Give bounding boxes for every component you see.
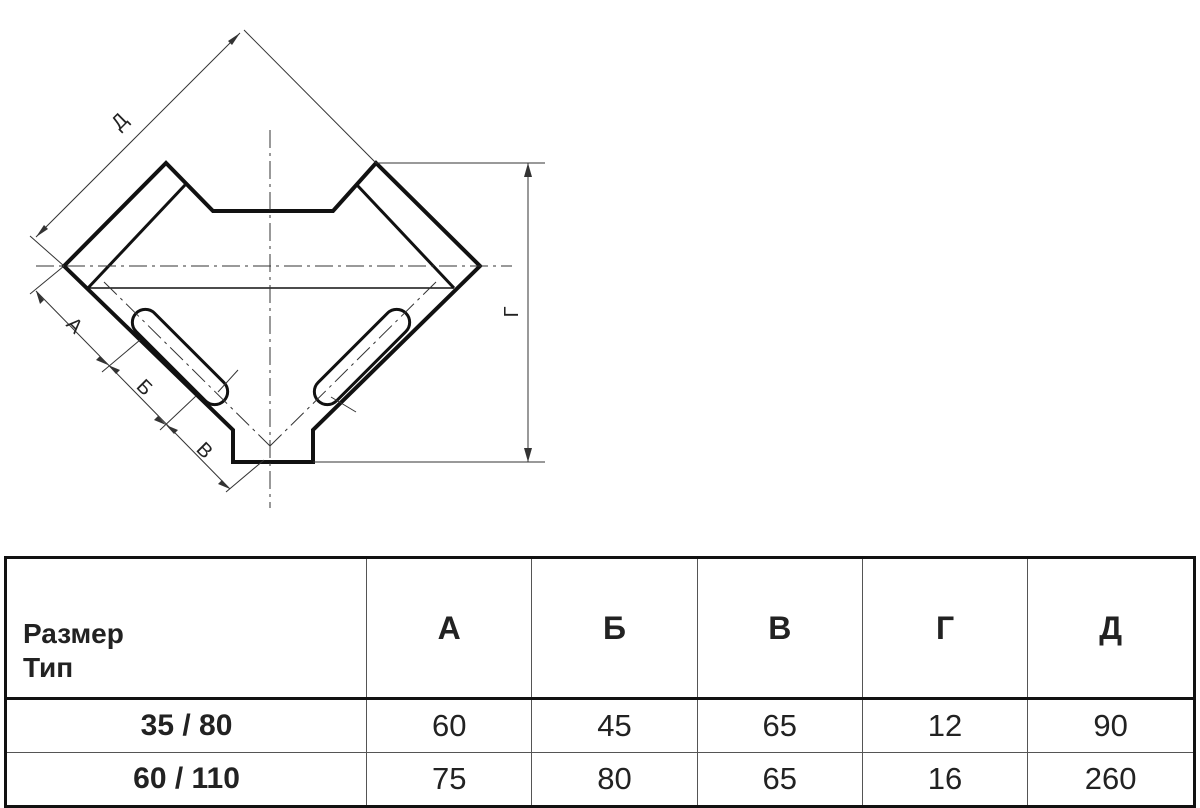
dim-v-arrow-bottom — [218, 480, 230, 489]
header-size-label: Размер — [23, 618, 124, 649]
dim-bv-ext — [159, 395, 197, 431]
label-b: Б — [132, 375, 157, 400]
inner-line-right — [355, 183, 456, 290]
dim-b-arrow-bottom — [154, 416, 166, 425]
table-cell: 45 — [531, 698, 698, 753]
column-header-b: Б — [531, 557, 698, 700]
label-g: Г — [501, 306, 523, 317]
dim-abv-ext-top — [29, 265, 65, 295]
dim-g-arrow-bottom — [524, 448, 532, 462]
part-outline — [61, 160, 483, 464]
table-cell: 60 — [366, 698, 533, 753]
column-header-d: Д — [1027, 557, 1195, 700]
table-header-row: Размер Тип А Б В Г Д — [4, 557, 1195, 700]
slot-axis-right — [269, 281, 437, 447]
header-type-label: Тип — [23, 652, 74, 683]
table-cell: 75 — [366, 752, 533, 807]
slot-axis-left — [103, 281, 271, 447]
dim-abv-line — [35, 290, 231, 490]
slot-tick-left — [217, 369, 239, 393]
dim-ab-ext — [101, 339, 141, 373]
technical-drawing: Д Г А Б В — [29, 29, 545, 508]
dim-g-arrow-top — [524, 163, 532, 177]
table-row: 35 / 80 60 45 65 12 90 — [4, 698, 1195, 753]
table-cell: 65 — [696, 752, 863, 807]
dim-v-ext-bottom — [225, 459, 265, 493]
column-header-g: Г — [861, 557, 1029, 700]
dim-a-arrow-bottom — [96, 356, 108, 365]
dim-b-arrow-top — [108, 365, 120, 374]
label-v: В — [192, 438, 217, 463]
label-a: А — [62, 313, 87, 338]
header-size-type: Размер Тип — [4, 557, 368, 700]
column-header-v: В — [696, 557, 863, 700]
dim-d-line — [35, 32, 241, 238]
table-cell: 90 — [1027, 698, 1195, 753]
row-type-label: 35 / 80 — [4, 698, 368, 753]
dim-d-ext-right — [243, 29, 377, 164]
inner-line-left — [86, 183, 187, 290]
label-d: Д — [107, 109, 132, 134]
row-type-label: 60 / 110 — [4, 752, 368, 807]
dim-v-arrow-top — [166, 425, 178, 434]
table-cell: 260 — [1027, 752, 1195, 807]
table-row: 60 / 110 75 80 65 16 260 — [4, 752, 1195, 807]
dim-d-arrow-hi — [228, 33, 240, 45]
table-cell: 12 — [861, 698, 1029, 753]
dim-d-ext-left — [29, 235, 65, 267]
table-cell: 65 — [696, 698, 863, 753]
table-cell: 16 — [861, 752, 1029, 807]
column-header-a: А — [366, 557, 533, 700]
dimensions-table: Размер Тип А Б В Г Д 35 / 80 60 45 65 12… — [4, 556, 1196, 808]
slot-right — [312, 307, 412, 407]
dim-d-arrow-lo — [36, 225, 48, 237]
table-cell: 80 — [531, 752, 698, 807]
dim-a-arrow-top — [36, 291, 44, 304]
slot-tick-right — [330, 396, 357, 413]
